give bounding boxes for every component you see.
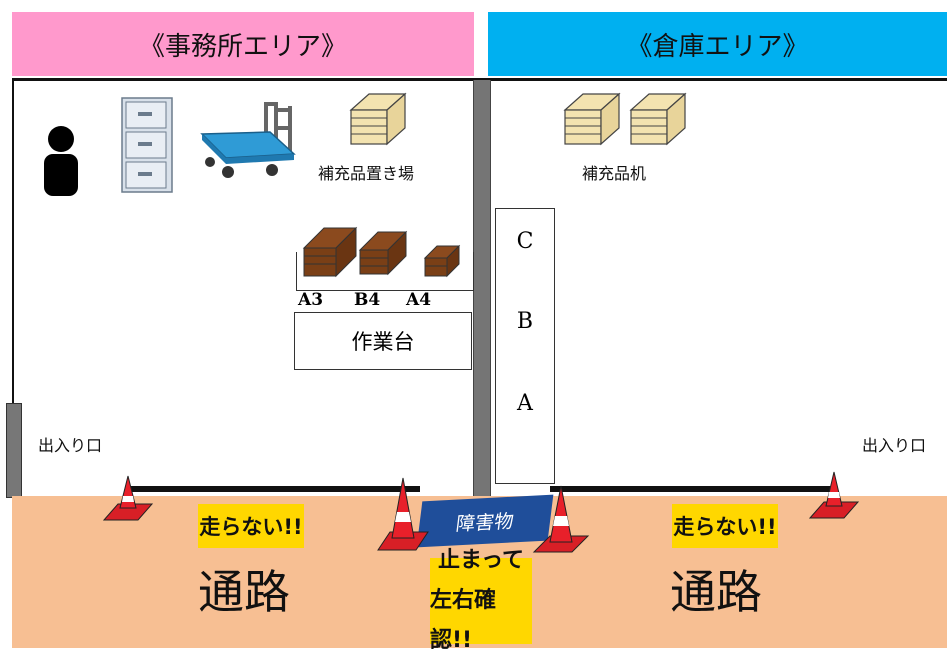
stop-text: 止まって xyxy=(437,548,525,573)
corridor-label-right: 通路 xyxy=(670,565,762,619)
cone-icon xyxy=(102,475,154,521)
paper-stack-icon xyxy=(349,92,407,146)
stop-check-sign: 止まって 左右確認!! xyxy=(430,548,532,653)
top-wall-line xyxy=(12,78,947,81)
warehouse-area-header: 《倉庫エリア》 xyxy=(488,12,947,76)
warehouse-area-title: 《倉庫エリア》 xyxy=(626,31,809,62)
corridor-label-left: 通路 xyxy=(198,565,290,619)
no-running-sign-left: 走らない!! xyxy=(198,504,304,548)
office-entrance-door xyxy=(6,403,22,498)
warehouse-shelf: C B A xyxy=(495,208,555,484)
cone-icon xyxy=(377,477,429,551)
office-entrance-label: 出入り口 xyxy=(38,436,103,455)
hand-truck-icon xyxy=(200,102,296,178)
paper-size-a3: A3 xyxy=(298,290,324,310)
office-area-header: 《事務所エリア》 xyxy=(12,12,474,76)
cone-icon xyxy=(532,485,590,553)
obstacle-text: 障害物 xyxy=(454,510,515,535)
check-left-right-text: 左右確認!! xyxy=(430,588,497,653)
tray-outline xyxy=(296,252,474,291)
left-wall-line xyxy=(12,80,14,648)
person-icon xyxy=(44,126,78,196)
office-bottom-wall xyxy=(130,486,420,492)
paper-size-b4: B4 xyxy=(354,290,381,310)
shelf-label-c: C xyxy=(516,229,534,254)
office-area-title: 《事務所エリア》 xyxy=(138,31,347,62)
no-running-sign-right: 走らない!! xyxy=(672,504,778,548)
warehouse-bottom-wall xyxy=(550,486,835,492)
shelf-label-b: B xyxy=(516,309,534,334)
partition-wall xyxy=(473,80,491,496)
supply-storage-label: 補充品置き場 xyxy=(318,164,415,183)
a3-paper-stack-icon xyxy=(302,226,358,278)
no-running-text-left: 走らない!! xyxy=(199,515,303,539)
filing-cabinet-icon xyxy=(121,97,173,193)
no-running-text-right: 走らない!! xyxy=(673,515,777,539)
supply-stack-icon-2 xyxy=(629,92,687,146)
shelf-label-a: A xyxy=(517,391,533,416)
a4-paper-stack-icon xyxy=(423,244,461,278)
b4-paper-stack-icon xyxy=(358,230,408,276)
paper-size-a4: A4 xyxy=(406,290,432,310)
cone-icon xyxy=(808,471,860,519)
workbench: 作業台 xyxy=(294,312,472,370)
supply-desk-label: 補充品机 xyxy=(582,164,647,183)
supply-stack-icon-1 xyxy=(563,92,621,146)
workbench-label: 作業台 xyxy=(351,330,415,354)
warehouse-entrance-label: 出入り口 xyxy=(862,436,927,455)
